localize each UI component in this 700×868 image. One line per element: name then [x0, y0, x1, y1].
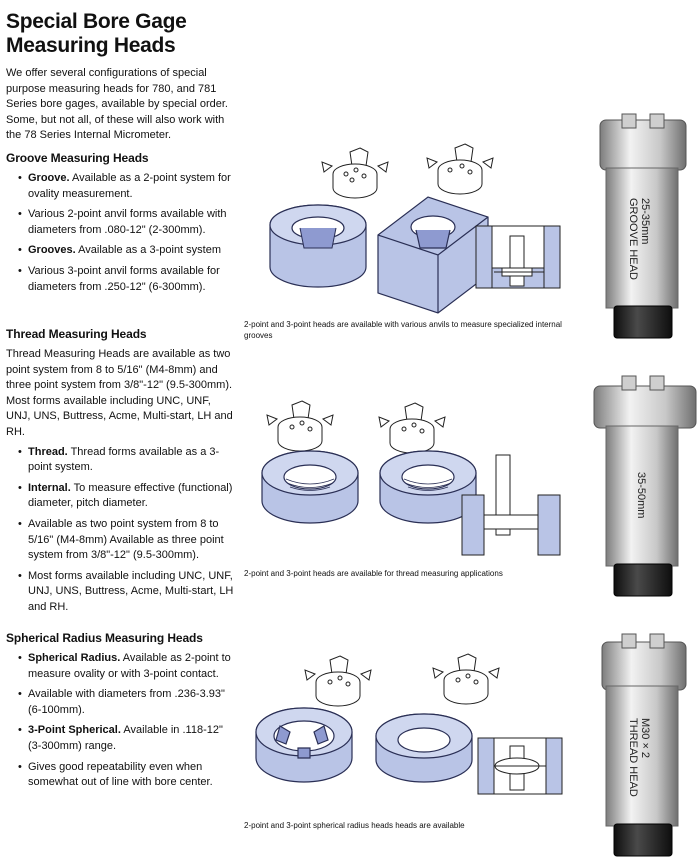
- thread-photo-label-size: 35-50mm: [635, 472, 647, 518]
- bullet-bold-term: Grooves.: [28, 244, 76, 257]
- list-item: Thread. Thread forms available as a 3-po…: [18, 445, 238, 476]
- groove-caption: 2-point and 3-point heads are available …: [244, 320, 562, 340]
- spherical-bullet-list: Spherical Radius. Available as 2-point t…: [6, 651, 238, 791]
- bullet-text: To measure effective (functional) diamet…: [28, 481, 233, 510]
- bullet-bold-term: Thread.: [28, 445, 68, 458]
- thread-bullet-list: Thread. Thread forms available as a 3-po…: [6, 445, 238, 616]
- list-item: Various 3-point anvil forms available fo…: [18, 264, 238, 295]
- spherical-photo-label-name: THREAD HEAD: [627, 718, 639, 797]
- bullet-text: Gives good repeatability even when somew…: [28, 760, 213, 789]
- thread-heads-illustration: [261, 400, 561, 556]
- groove-heading: Groove Measuring Heads: [6, 151, 149, 165]
- list-item: Spherical Radius. Available as 2-point t…: [18, 651, 238, 682]
- list-item: Various 2-point anvil forms available wi…: [18, 207, 238, 238]
- groove-photo-label-name: GROOVE HEAD: [627, 198, 639, 280]
- intro-paragraph: We offer several configurations of speci…: [6, 67, 228, 142]
- spherical-section: Spherical Radius Measuring Heads Spheric…: [6, 631, 238, 796]
- page-title: Special Bore Gage Measuring Heads: [6, 10, 187, 57]
- groove-photo-label-size: 25-35mm: [639, 198, 651, 244]
- groove-heads-illustration: [269, 143, 561, 314]
- list-item: Gives good repeatability even when somew…: [18, 760, 238, 791]
- spherical-heading: Spherical Radius Measuring Heads: [6, 631, 203, 645]
- thread-heading: Thread Measuring Heads: [6, 327, 147, 341]
- list-item: Most forms available including UNC, UNF,…: [18, 569, 238, 616]
- spherical-heads-illustration: [255, 653, 563, 795]
- bullet-text: Various 2-point anvil forms available wi…: [28, 208, 227, 236]
- spherical-head-photo: M30 × 2 THREAD HEAD: [601, 633, 687, 857]
- bullet-text: Available as 2-point to measure ovality …: [28, 652, 231, 680]
- list-item: 3-Point Spherical. Available in .118-12"…: [18, 723, 238, 754]
- thread-caption: 2-point and 3-point heads are available …: [244, 569, 503, 578]
- thread-paragraph: Thread Measuring Heads are available as …: [6, 348, 233, 438]
- thread-head-photo: 35-50mm: [593, 375, 697, 597]
- bullet-bold-term: 3-Point Spherical.: [28, 724, 121, 737]
- bullet-text: Various 3-point anvil forms available fo…: [28, 264, 220, 293]
- spherical-caption: 2-point and 3-point spherical radius hea…: [244, 821, 465, 830]
- bullet-text: Available as a 2-point system for ovalit…: [28, 172, 231, 200]
- list-item: Available as two point system from 8 to …: [18, 517, 238, 564]
- bullet-text: Available in .118-12" (3-300mm) range.: [28, 724, 223, 752]
- bullet-text: Available as two point system from 8 to …: [28, 517, 224, 562]
- bullet-bold-term: Internal.: [28, 481, 71, 494]
- groove-head-photo: 25-35mm GROOVE HEAD: [599, 113, 687, 339]
- list-item: Grooves. Available as a 3-point system: [18, 243, 238, 259]
- list-item: Internal. To measure effective (function…: [18, 481, 238, 512]
- bullet-text: Thread forms available as a 3-point syst…: [28, 445, 220, 474]
- bullet-bold-term: Groove.: [28, 172, 70, 184]
- thread-section: Thread Measuring Heads Thread Measuring …: [6, 327, 238, 621]
- bullet-text: Available with diameters from .236-3.93"…: [28, 688, 225, 716]
- spherical-photo-label-size: M30 × 2: [639, 718, 651, 758]
- groove-section: Groove Measuring Heads Groove. Available…: [6, 151, 238, 300]
- bullet-bold-term: Spherical Radius.: [28, 652, 121, 664]
- list-item: Groove. Available as a 2-point system fo…: [18, 171, 238, 202]
- groove-bullet-list: Groove. Available as a 2-point system fo…: [6, 171, 238, 295]
- bullet-text: Available as a 3-point system: [75, 244, 222, 257]
- list-item: Available with diameters from .236-3.93"…: [18, 687, 238, 718]
- bullet-text: Most forms available including UNC, UNF,…: [28, 569, 234, 613]
